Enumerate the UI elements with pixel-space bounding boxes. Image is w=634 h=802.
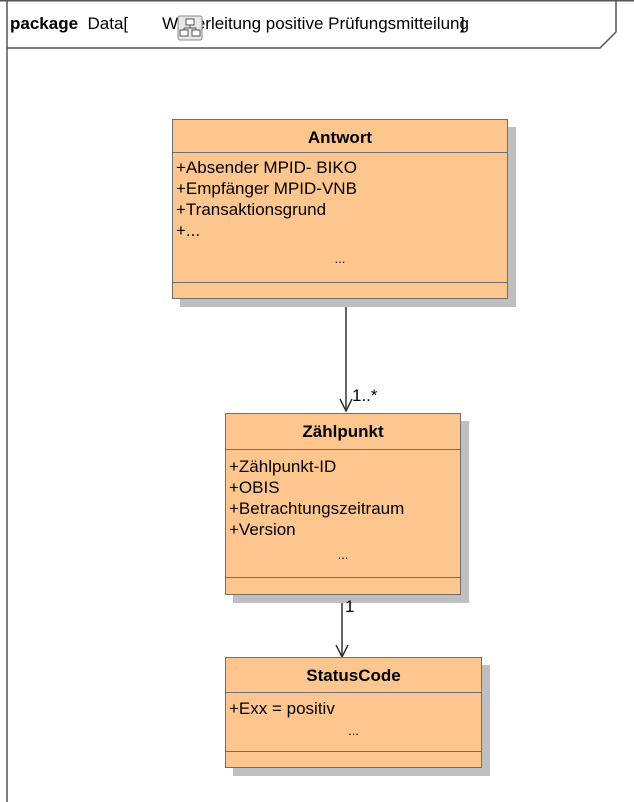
frame-close-bracket: ] xyxy=(459,14,465,33)
attribute: +OBIS xyxy=(229,478,280,497)
attributes-more: ... xyxy=(334,251,346,266)
attribute: +Empfänger MPID-VNB xyxy=(176,179,357,198)
multiplicity-label: 1..* xyxy=(352,386,378,405)
class-statuscode[interactable]: StatusCode +Exx = positiv ... xyxy=(225,657,482,768)
class-divider xyxy=(226,577,460,578)
class-name: Zählpunkt xyxy=(302,422,384,441)
attribute: +Version xyxy=(229,520,296,539)
attribute: +Exx = positiv xyxy=(229,699,335,718)
class-zaehlpunkt[interactable]: Zählpunkt +Zählpunkt-ID +OBIS +Betrachtu… xyxy=(225,413,461,595)
frame-diagram-title: Weiterleitung positive Prüfungsmitteilun… xyxy=(162,14,469,33)
class-divider xyxy=(226,692,481,693)
class-divider xyxy=(173,282,507,283)
attributes-more: ... xyxy=(337,547,349,562)
attribute: +Transaktionsgrund xyxy=(176,200,327,219)
frame-name-prefix: Data[ xyxy=(87,14,129,33)
class-divider xyxy=(226,449,460,450)
class-divider xyxy=(173,152,507,153)
class-antwort[interactable]: Antwort +Absender MPID- BIKO +Empfänger … xyxy=(172,119,508,299)
package-diagram-icon xyxy=(177,15,203,41)
class-name: Antwort xyxy=(307,128,373,147)
frame-keyword: package xyxy=(10,14,79,33)
multiplicity-label: 1 xyxy=(345,597,355,616)
class-divider xyxy=(226,751,481,752)
class-name: StatusCode xyxy=(306,666,401,685)
attribute: +Absender MPID- BIKO xyxy=(176,158,357,177)
attribute: +Betrachtungszeitraum xyxy=(229,499,405,518)
frame-title: package Data[ Weiterleitung positive Prüf… xyxy=(10,14,469,34)
association-antwort-zaehlpunkt xyxy=(339,298,353,413)
arrowhead-icon xyxy=(339,398,353,413)
attributes-more: ... xyxy=(348,723,359,738)
attribute: +Zählpunkt-ID xyxy=(229,457,337,476)
frame-tab-outline xyxy=(7,0,617,49)
attribute: +... xyxy=(176,221,201,240)
